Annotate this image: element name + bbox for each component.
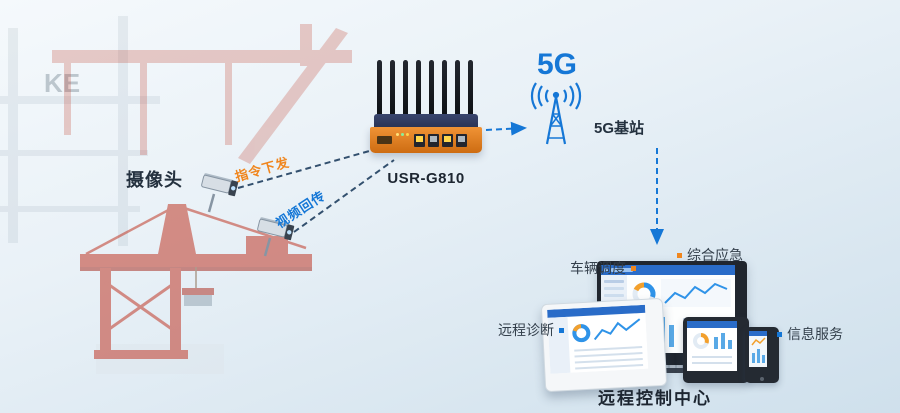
- router-device: [370, 60, 482, 154]
- feature-vehicle-dispatch: 车辆调度: [570, 258, 641, 278]
- background-watermark-text: KE: [44, 68, 80, 98]
- router-antenna-icon: [468, 60, 473, 118]
- ethernet-port-icon: [442, 134, 453, 147]
- feature-emergency: 综合应急: [672, 245, 743, 265]
- background-red-beams: [52, 24, 352, 164]
- feature-info-service: 信息服务: [772, 324, 843, 344]
- router-antenna-icon: [377, 60, 382, 118]
- laptop-display: [540, 297, 668, 393]
- router-antenna-icon: [442, 60, 447, 118]
- router-antenna-icon: [403, 60, 408, 118]
- ethernet-port-icon: [428, 134, 439, 147]
- smartphone: [745, 327, 779, 383]
- router-chassis-top: [374, 114, 478, 127]
- cctv-camera-icon-1: [201, 173, 239, 213]
- bullet-icon: [631, 265, 636, 271]
- monitor-base: [636, 367, 700, 373]
- router-antenna-icon: [455, 60, 460, 118]
- tablet-dashboard-screen: [687, 321, 737, 371]
- bullet-icon: [677, 252, 682, 258]
- cctv-camera-icon-2: [257, 217, 295, 257]
- router-front-panel: [370, 127, 482, 153]
- bullet-icon: [777, 331, 782, 337]
- router-antenna-icon: [429, 60, 434, 118]
- camera-label: 摄像头: [126, 170, 183, 190]
- feature-remote-diagnosis: 远程诊断: [498, 320, 569, 340]
- router-model-label: USR-G810: [387, 170, 465, 187]
- feature-emergency-label: 综合应急: [687, 247, 743, 263]
- status-led-icon: [396, 133, 399, 136]
- sim-slot-icon: [377, 136, 392, 144]
- feature-info-label: 信息服务: [787, 326, 843, 342]
- tablet-display: [683, 317, 749, 383]
- quay-crane: [80, 204, 312, 374]
- laptop-dashboard-screen: [547, 304, 649, 374]
- base-station-antenna-icon: [530, 82, 582, 145]
- ethernet-port-icon: [414, 134, 425, 147]
- ethernet-port-icon: [456, 134, 467, 147]
- 5g-network-label: 5G: [537, 48, 578, 81]
- phone-home-button-icon: [760, 377, 764, 381]
- phone-dashboard-screen: [749, 331, 767, 367]
- bullet-icon: [559, 327, 564, 333]
- base-station-label: 5G基站: [594, 120, 645, 137]
- feature-vehicle-label: 车辆调度: [570, 260, 626, 276]
- router-antenna-icon: [390, 60, 395, 118]
- router-antenna-icon: [416, 60, 421, 118]
- status-led-icon: [406, 133, 409, 136]
- status-led-icon: [401, 133, 404, 136]
- control-center-label: 远程控制中心: [598, 389, 712, 408]
- background-gray-structure: [0, 16, 160, 246]
- feature-diagnosis-label: 远程诊断: [498, 322, 554, 338]
